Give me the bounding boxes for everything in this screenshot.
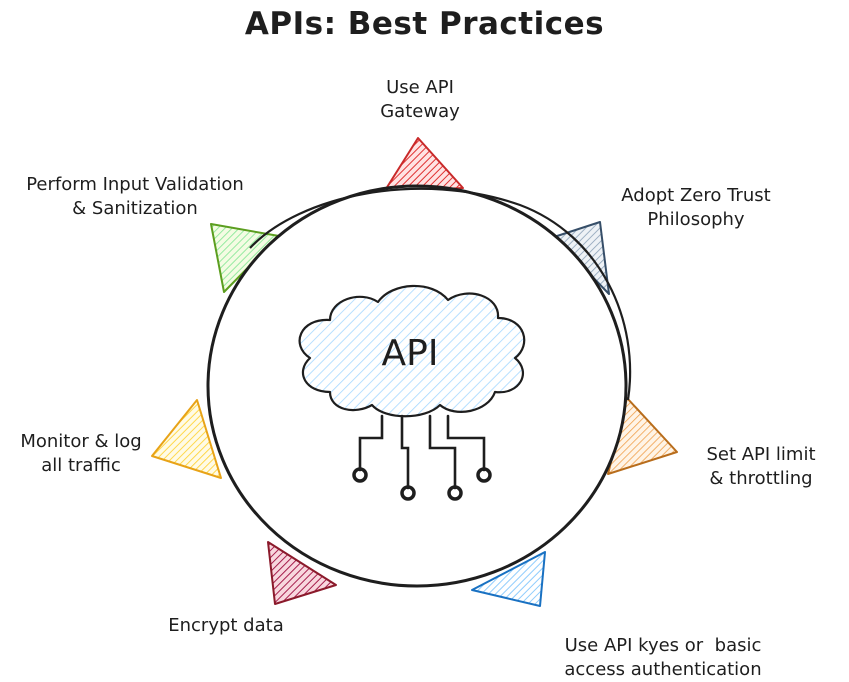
label-rate-limit-line-2: & throttling [709,468,813,489]
label-encrypt: Encrypt data [156,614,296,638]
marker-encrypt [267,541,337,605]
label-api-keys-line-1: Use API kyes or basic [564,635,762,656]
label-rate-limit: Set API limit & throttling [694,443,828,491]
label-validation-line-2: & Sanitization [72,198,198,219]
label-api-keys: Use API kyes or basic access authenticat… [548,634,778,682]
marker-api-keys [471,551,546,607]
marker-monitor [151,399,222,479]
cloud-shape [298,284,526,418]
label-gateway-line-1: Use API [386,77,454,98]
center-label: API [381,333,439,374]
label-rate-limit-line-1: Set API limit [706,444,816,465]
label-zero-trust-line-1: Adopt Zero Trust [621,185,771,206]
label-monitor-line-2: all traffic [41,455,121,476]
label-validation-line-1: Perform Input Validation [26,174,244,195]
label-gateway-line-2: Gateway [380,101,460,122]
label-zero-trust-line-2: Philosophy [647,209,745,230]
label-gateway: Use API Gateway [360,76,480,124]
circuit-icon [352,414,492,501]
label-monitor-line-1: Monitor & log [20,431,142,452]
marker-gateway [383,137,464,193]
label-api-keys-line-2: access authentication [564,659,762,680]
label-zero-trust: Adopt Zero Trust Philosophy [600,184,792,232]
label-monitor: Monitor & log all traffic [6,430,156,478]
label-validation: Perform Input Validation & Sanitization [10,173,260,221]
label-encrypt-line-1: Encrypt data [168,615,284,636]
diagram-title: APIs: Best Practices [244,6,605,42]
